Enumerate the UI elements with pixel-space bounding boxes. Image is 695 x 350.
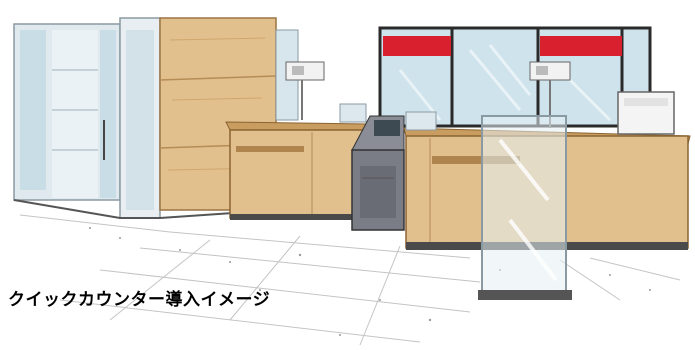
counter-left (225, 103, 369, 220)
sign-right (540, 36, 622, 56)
floor-tiles (19, 214, 681, 346)
queue-display-right (529, 61, 571, 128)
desk-printer (617, 91, 675, 135)
glass-partition (478, 115, 572, 300)
sign-left (383, 36, 451, 56)
atm-machine (351, 115, 405, 231)
queue-display-left (285, 61, 325, 120)
caption-title: クイックカウンター導入イメージ (8, 290, 271, 310)
